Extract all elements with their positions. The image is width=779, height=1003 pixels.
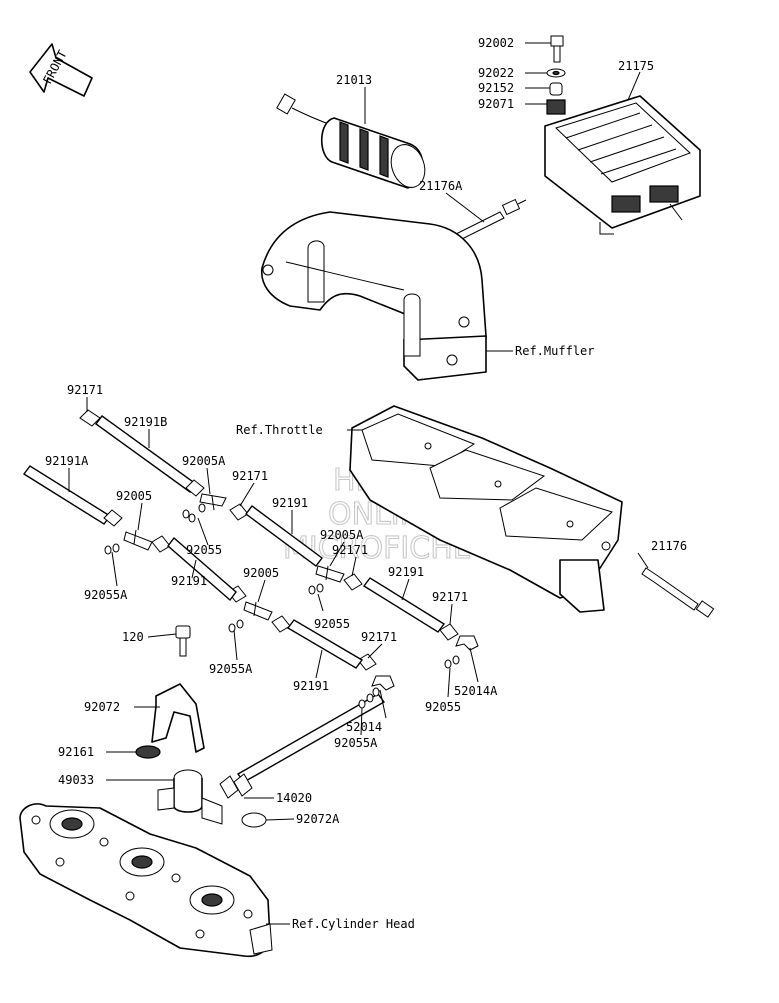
- label-92071: 92071: [478, 97, 514, 111]
- damper-92161: [135, 745, 161, 759]
- label-92005-b: 92005: [243, 566, 279, 580]
- bolt-92002: [550, 35, 564, 63]
- label-120: 120: [122, 630, 144, 644]
- clamp-92072A: [241, 812, 267, 828]
- sensor-21176: [641, 567, 715, 618]
- label-ref-throttle: Ref.Throttle: [236, 423, 323, 437]
- label-49033: 49033: [58, 773, 94, 787]
- label-92072A: 92072A: [296, 812, 340, 826]
- bracket-92072: [151, 683, 205, 753]
- bolt-120: [175, 625, 191, 657]
- label-21175: 21175: [618, 59, 654, 73]
- label-92005A-b: 92005A: [320, 528, 364, 542]
- label-92005-a: 92005: [116, 489, 152, 503]
- label-21176: 21176: [651, 539, 687, 553]
- label-92055A-c: 92055A: [334, 736, 378, 750]
- throttle-body-ref: [349, 405, 623, 613]
- cylinder-head-ref: [19, 803, 273, 958]
- clip-14020: [219, 773, 253, 799]
- label-92171-c: 92171: [332, 543, 368, 557]
- label-92055-a: 92055: [186, 543, 222, 557]
- label-92022: 92022: [478, 66, 514, 80]
- label-92072: 92072: [84, 700, 120, 714]
- label-92191-b: 92191: [171, 574, 207, 588]
- label-92191-c: 92191: [388, 565, 424, 579]
- label-92055A-a: 92055A: [84, 588, 128, 602]
- label-21176A: 21176A: [419, 179, 463, 193]
- label-92171-d: 92171: [432, 590, 468, 604]
- front-arrow-icon: FRONT: [29, 43, 93, 97]
- label-92005A-a: 92005A: [182, 454, 226, 468]
- label-92171-a: 92171: [67, 383, 103, 397]
- hose-network: [22, 409, 479, 783]
- label-92152: 92152: [478, 81, 514, 95]
- label-92055-b: 92055: [314, 617, 350, 631]
- label-92002: 92002: [478, 36, 514, 50]
- label-92191-d: 92191: [293, 679, 329, 693]
- label-92171-e: 92171: [361, 630, 397, 644]
- valve-49033: [157, 769, 223, 825]
- sensor-21013: [276, 93, 426, 189]
- label-21013: 21013: [336, 73, 372, 87]
- collar-92152: [549, 82, 563, 96]
- leader-lines: [68, 42, 649, 925]
- ecu-21175: [544, 95, 701, 235]
- label-92171-b: 92171: [232, 469, 268, 483]
- muffler-ref: [261, 211, 487, 381]
- label-92161: 92161: [58, 745, 94, 759]
- grommet-92071: [546, 99, 566, 115]
- label-92055-c: 92055: [425, 700, 461, 714]
- label-ref-cylinder-head: Ref.Cylinder Head: [292, 917, 415, 931]
- label-ref-muffler: Ref.Muffler: [515, 344, 594, 358]
- label-92191B: 92191B: [124, 415, 167, 429]
- label-92055A-b: 92055A: [209, 662, 253, 676]
- label-52014A: 52014A: [454, 684, 498, 698]
- label-92191-a: 92191: [272, 496, 308, 510]
- label-92191A: 92191A: [45, 454, 89, 468]
- label-14020: 14020: [276, 791, 312, 805]
- part-labels: 92002 92022 92152 92071 21175 21013 2117…: [45, 36, 687, 931]
- label-52014: 52014: [346, 720, 382, 734]
